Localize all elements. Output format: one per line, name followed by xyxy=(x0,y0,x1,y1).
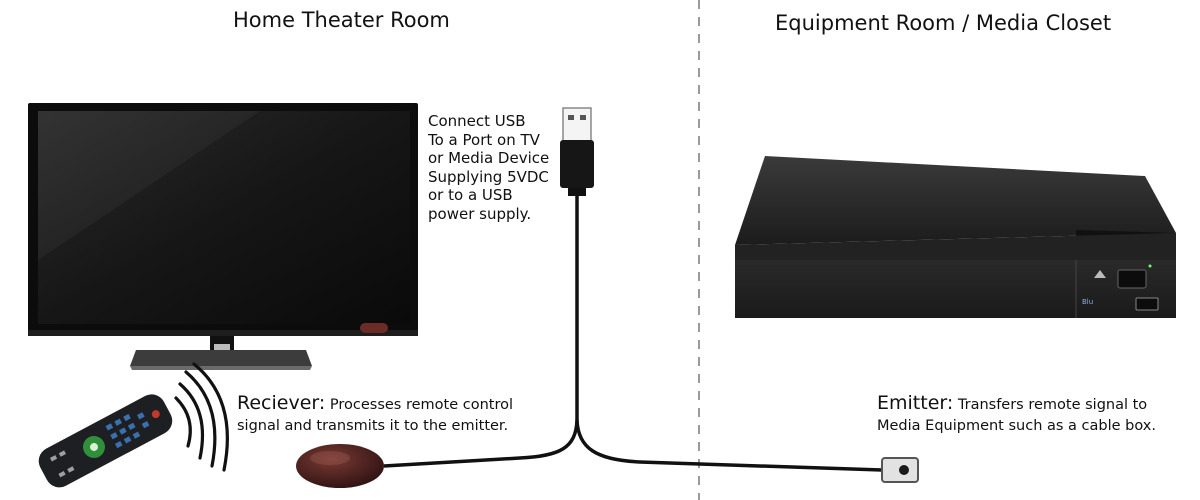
usb-note-line: or to a USB xyxy=(428,186,513,204)
media-device-illustration: Blu xyxy=(735,156,1176,318)
cables xyxy=(383,196,883,472)
emitter-description: Emitter: Transfers remote signal to Medi… xyxy=(877,393,1187,437)
usb-note-line: To a Port on TV xyxy=(428,130,540,149)
usb-note-line: Connect USB xyxy=(428,112,526,130)
home-theater-room-title: Home Theater Room xyxy=(233,8,450,32)
usb-connection-note: Connect USB To a Port on TV or Media Dev… xyxy=(428,112,568,223)
receiver-text: Processes remote control signal and tran… xyxy=(237,397,514,434)
signal-waves xyxy=(174,362,229,472)
remote-control xyxy=(38,394,173,488)
emitter-text: Transfers remote signal to Media Equipme… xyxy=(877,397,1156,434)
usb-note-line: power supply. xyxy=(428,204,532,223)
receiver-device xyxy=(296,444,384,488)
tv-illustration xyxy=(28,103,418,370)
usb-note-line: Supplying 5VDC xyxy=(428,167,549,186)
receiver-description: Reciever: Processes remote control signa… xyxy=(237,393,557,437)
equipment-room-title: Equipment Room / Media Closet xyxy=(775,11,1112,35)
usb-plug xyxy=(560,107,594,196)
emitter-device xyxy=(881,457,919,483)
usb-note-line: or Media Device xyxy=(428,149,550,167)
emitter-heading: Emitter: xyxy=(877,392,954,414)
receiver-heading: Reciever: xyxy=(237,392,326,414)
svg-text:Blu: Blu xyxy=(1082,298,1093,306)
